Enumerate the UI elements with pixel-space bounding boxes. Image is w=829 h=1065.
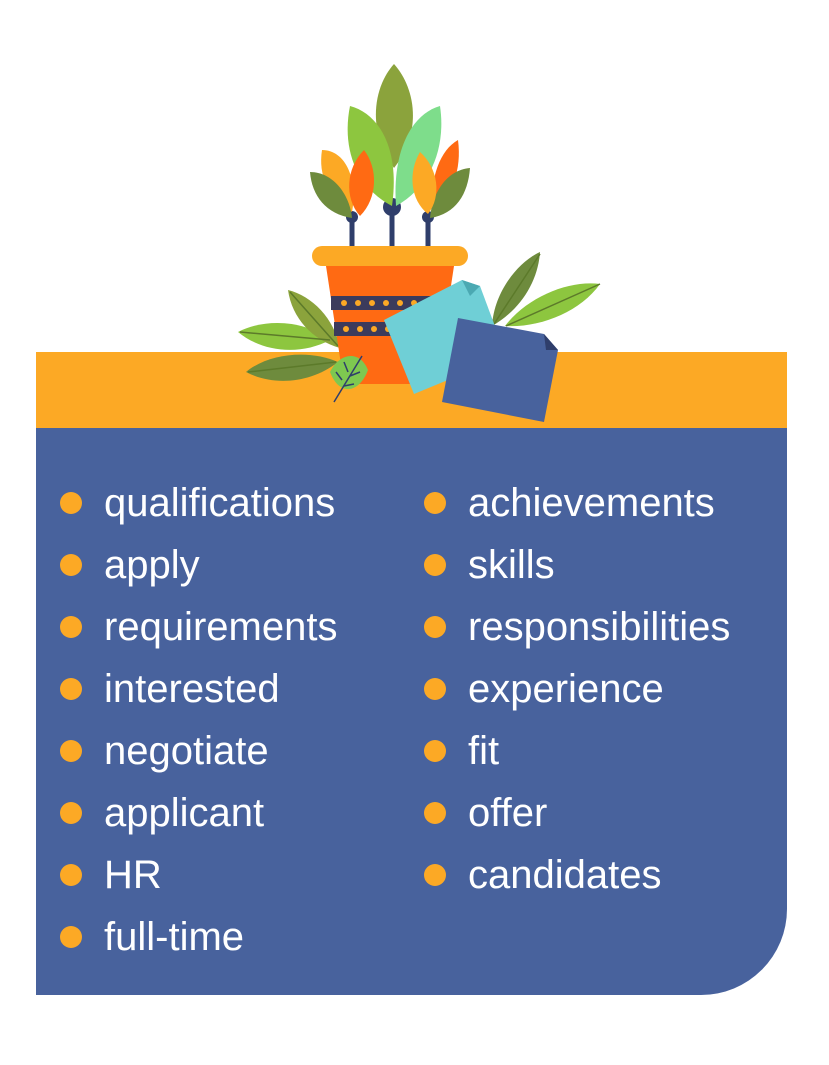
- word-panel: [36, 428, 787, 995]
- word-label: interested: [104, 667, 280, 711]
- bullet-dot: [60, 740, 82, 762]
- word-label: negotiate: [104, 729, 269, 773]
- word-label: responsibilities: [468, 605, 731, 649]
- list-item: HR: [60, 844, 337, 906]
- bullet-dot: [60, 678, 82, 700]
- word-label: apply: [104, 543, 200, 587]
- list-item: negotiate: [60, 720, 337, 782]
- word-label: skills: [468, 543, 555, 587]
- list-item: interested: [60, 658, 337, 720]
- list-item: responsibilities: [424, 596, 730, 658]
- bullet-dot: [424, 864, 446, 886]
- word-label: applicant: [104, 791, 265, 835]
- list-item: experience: [424, 658, 730, 720]
- bullet-dot: [60, 802, 82, 824]
- list-item: requirements: [60, 596, 337, 658]
- list-item: offer: [424, 782, 730, 844]
- list-item: full-time: [60, 906, 337, 968]
- leaf-icon: [238, 290, 340, 381]
- list-item: fit: [424, 720, 730, 782]
- bullet-dot: [424, 740, 446, 762]
- list-item: achievements: [424, 472, 730, 534]
- list-item: apply: [60, 534, 337, 596]
- word-label: fit: [468, 729, 500, 773]
- bullet-dot: [60, 864, 82, 886]
- vocabulary-list-left: qualifications apply requirements intere…: [60, 472, 337, 968]
- bullet-dot: [60, 554, 82, 576]
- word-label: candidates: [468, 853, 662, 897]
- bullet-dot: [424, 678, 446, 700]
- word-label: requirements: [104, 605, 338, 649]
- bullet-dot: [60, 616, 82, 638]
- bullet-dot: [60, 926, 82, 948]
- word-label: offer: [468, 791, 548, 835]
- bullet-dot: [424, 802, 446, 824]
- word-label: full-time: [104, 915, 245, 959]
- bullet-dot: [424, 554, 446, 576]
- list-item: applicant: [60, 782, 337, 844]
- list-item: skills: [424, 534, 730, 596]
- paper-notes-icon: [384, 280, 558, 422]
- list-item: qualifications: [60, 472, 337, 534]
- leaf-icon: [492, 252, 601, 327]
- bullet-dot: [424, 492, 446, 514]
- bullet-dot: [60, 492, 82, 514]
- list-item: candidates: [424, 844, 730, 906]
- word-label: qualifications: [104, 481, 336, 525]
- leaf-icon: [330, 355, 368, 403]
- potted-plant-icon: [238, 64, 601, 422]
- vocabulary-list-right: achievements skills responsibilities exp…: [424, 472, 730, 906]
- word-label: achievements: [468, 481, 715, 525]
- word-label: experience: [468, 667, 664, 711]
- word-label: HR: [104, 853, 162, 897]
- bullet-dot: [424, 616, 446, 638]
